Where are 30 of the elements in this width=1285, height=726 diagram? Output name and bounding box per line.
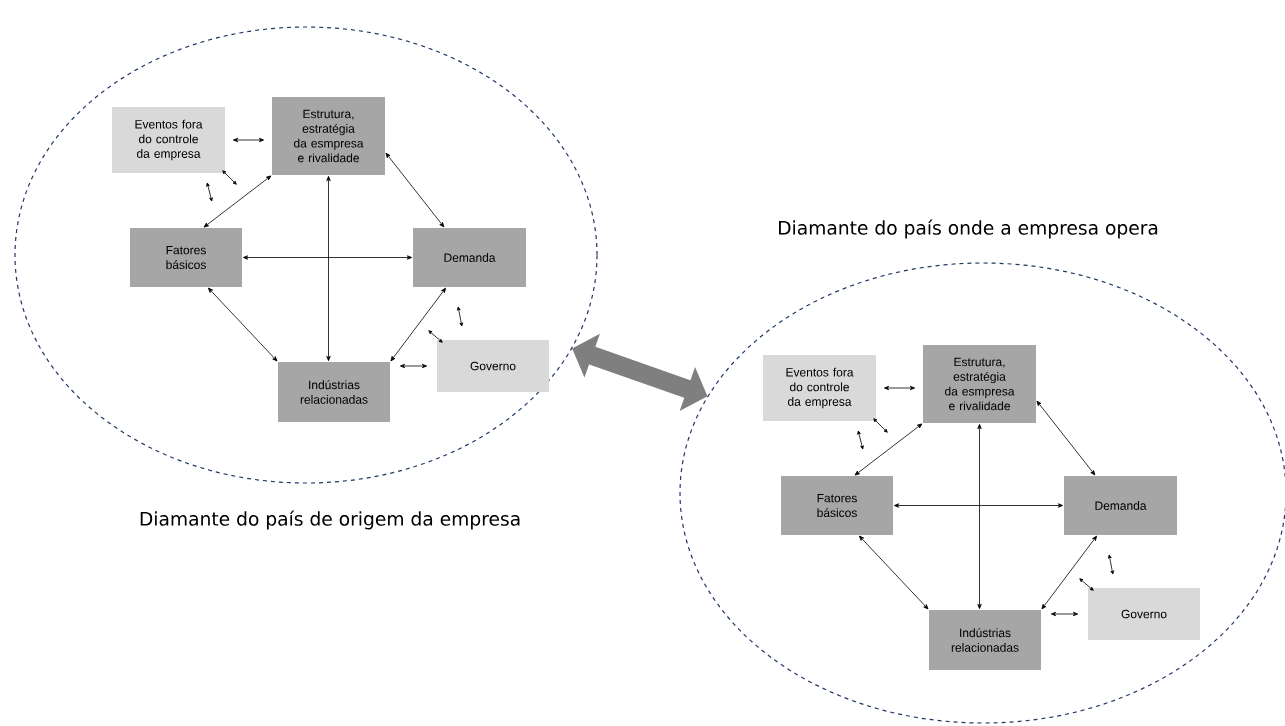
factor-box: Eventos fora do controle da empresa (763, 355, 876, 421)
arrow (399, 363, 428, 369)
arrow (207, 287, 278, 362)
factor-box: Indústrias relacionadas (929, 610, 1041, 670)
arrow (859, 535, 929, 610)
factor-box: Fatores básicos (130, 228, 242, 287)
factor-box: Demanda (413, 228, 526, 287)
factor-box: Governo (437, 340, 549, 392)
diagram-caption: Diamante do país onde a empresa opera (779, 219, 1158, 239)
arrow (977, 423, 982, 610)
arrow (883, 385, 916, 391)
factor-box: Governo (1088, 588, 1200, 640)
factor-box: Estrutura, estratégia da esmpresa e rivalidade (923, 345, 1036, 423)
factor-box: Fatores básicos (781, 476, 893, 535)
arrow (390, 287, 446, 362)
arrow (242, 255, 413, 260)
factor-box: Eventos fora do controle da empresa (112, 107, 225, 173)
arrow (326, 175, 331, 362)
arrow (1050, 611, 1079, 617)
diagram-caption: Diamante do país de origem da empresa (140, 510, 520, 530)
arrow (893, 503, 1064, 508)
arrow (385, 152, 445, 228)
arrow (1036, 400, 1096, 476)
arrow (203, 175, 272, 228)
arrow (854, 423, 923, 476)
factor-box: Estrutura, estratégia da esmpresa e rivalidade (272, 97, 385, 175)
arrow (232, 137, 265, 143)
factor-box: Indústrias relacionadas (278, 362, 390, 422)
arrow (1041, 535, 1097, 610)
factor-box: Demanda (1064, 476, 1177, 535)
